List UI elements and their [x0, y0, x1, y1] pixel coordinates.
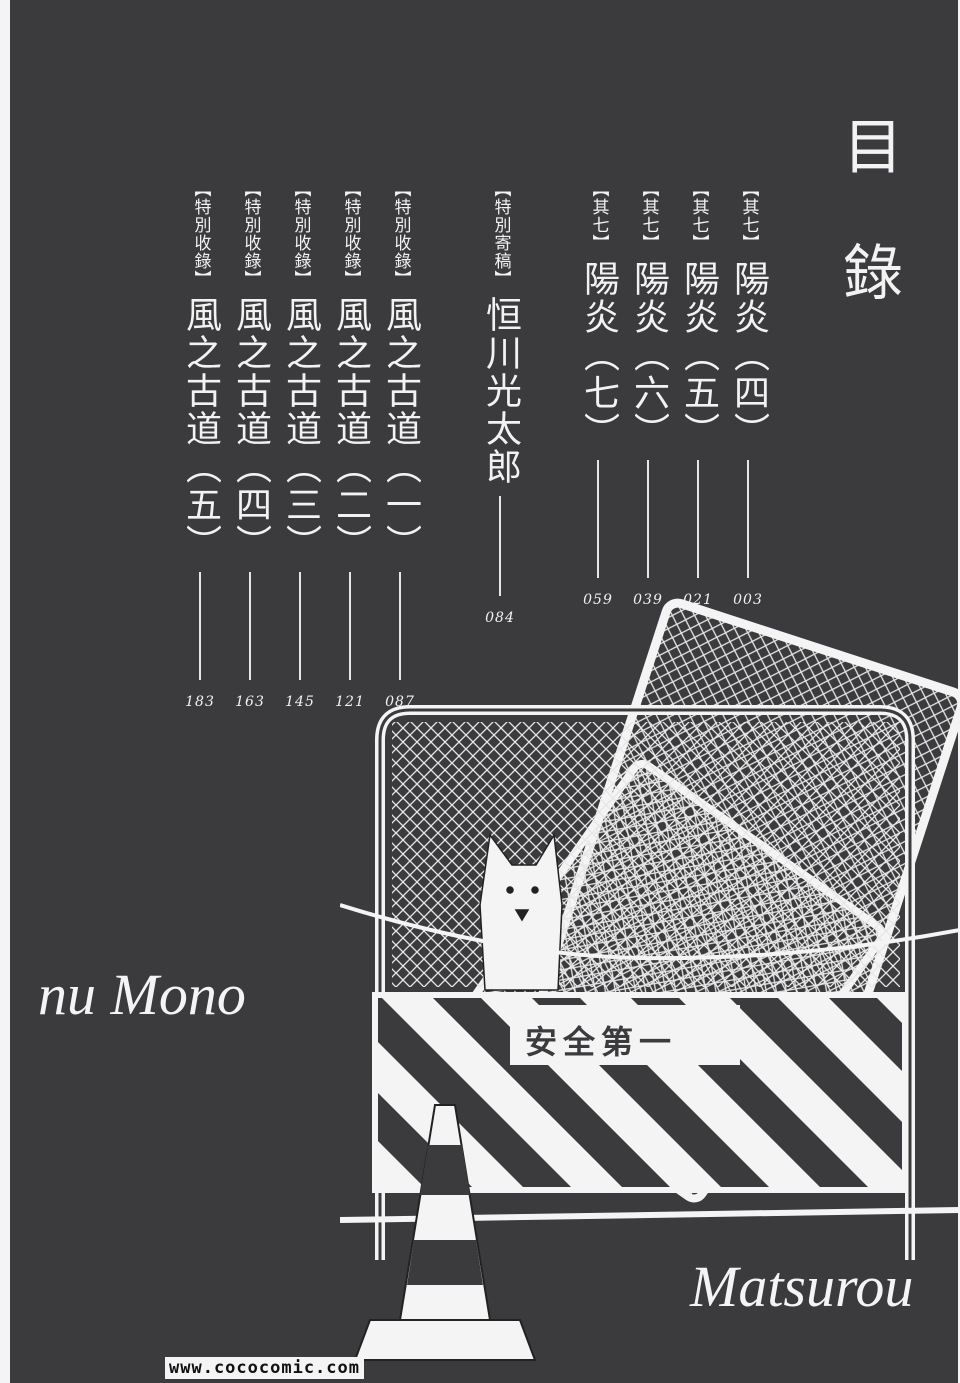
- leader-line: [597, 460, 599, 578]
- entry-label: 【其七】: [588, 180, 609, 252]
- toc-entry-1[interactable]: 【其七】 陽炎（四） 003: [726, 180, 770, 608]
- entry-chapter: 風之古道（三）: [280, 296, 321, 562]
- leader-line: [647, 460, 649, 578]
- safety-sign-text: 安全第一: [525, 1023, 678, 1061]
- leader-line: [399, 572, 401, 680]
- entry-label: 【特別收錄】: [390, 180, 411, 288]
- front-fence: [340, 705, 960, 1260]
- site-watermark: www.cococomic.com: [165, 1357, 364, 1379]
- entry-label: 【特別寄稿】: [490, 180, 511, 288]
- entry-page: 059: [583, 592, 613, 608]
- entry-page: 121: [335, 694, 365, 710]
- title-char-2: 錄: [843, 239, 903, 309]
- entry-chapter: 風之古道（五）: [180, 296, 221, 562]
- leader-line: [349, 572, 351, 680]
- entry-page: 084: [485, 610, 515, 626]
- entry-chapter: 陽炎（六）: [628, 260, 669, 450]
- entry-page: 183: [185, 694, 215, 710]
- toc-entry-4[interactable]: 【其七】 陽炎（七） 059: [576, 180, 620, 608]
- toc-entry-9[interactable]: 【特別收錄】 風之古道（四） 163: [228, 180, 272, 710]
- leader-line: [199, 572, 201, 680]
- entry-label: 【特別收錄】: [340, 180, 361, 288]
- entry-chapter: 陽炎（七）: [578, 260, 619, 450]
- entry-chapter: 風之古道（一）: [380, 296, 421, 562]
- script-title-left: nu Mono: [38, 962, 246, 1027]
- leader-line: [747, 460, 749, 578]
- toc-entry-6[interactable]: 【特別收錄】 風之古道（一） 087: [378, 180, 422, 710]
- entry-page: 163: [235, 694, 265, 710]
- leader-line: [697, 460, 699, 578]
- entry-label: 【特別收錄】: [290, 180, 311, 288]
- toc-title: 目 錄: [838, 118, 908, 304]
- entry-chapter: 陽炎（四）: [728, 260, 769, 450]
- leader-line: [299, 572, 301, 680]
- entry-page: 003: [733, 592, 763, 608]
- traffic-cone: [353, 1104, 537, 1361]
- entry-label: 【特別收錄】: [240, 180, 261, 288]
- entry-chapter: 風之古道（四）: [230, 296, 271, 562]
- toc-entry-7[interactable]: 【特別收錄】 風之古道（二） 121: [328, 180, 372, 710]
- toc-entry-10[interactable]: 【特別收錄】 風之古道（五） 183: [178, 180, 222, 710]
- toc-entry-5[interactable]: 【特別寄稿】 恒川光太郎 084: [478, 180, 522, 626]
- leader-line: [249, 572, 251, 680]
- entry-chapter: 風之古道（二）: [330, 296, 371, 562]
- entry-page: 039: [633, 592, 663, 608]
- entry-page: 145: [285, 694, 315, 710]
- toc-entry-8[interactable]: 【特別收錄】 風之古道（三） 145: [278, 180, 322, 710]
- entry-label: 【特別收錄】: [190, 180, 211, 288]
- entry-label: 【其七】: [688, 180, 709, 252]
- entry-chapter: 陽炎（五）: [678, 260, 719, 450]
- entry-label: 【其七】: [738, 180, 759, 252]
- fence-illustration: [340, 598, 960, 1361]
- toc-entry-3[interactable]: 【其七】 陽炎（六） 039: [626, 180, 670, 608]
- entry-chapter: 恒川光太郎: [480, 296, 521, 486]
- entry-label: 【其七】: [638, 180, 659, 252]
- toc-entry-2[interactable]: 【其七】 陽炎（五） 021: [676, 180, 720, 608]
- script-author-right: Matsurou: [690, 1254, 914, 1319]
- title-char-1: 目: [843, 113, 903, 183]
- leader-line: [499, 496, 501, 596]
